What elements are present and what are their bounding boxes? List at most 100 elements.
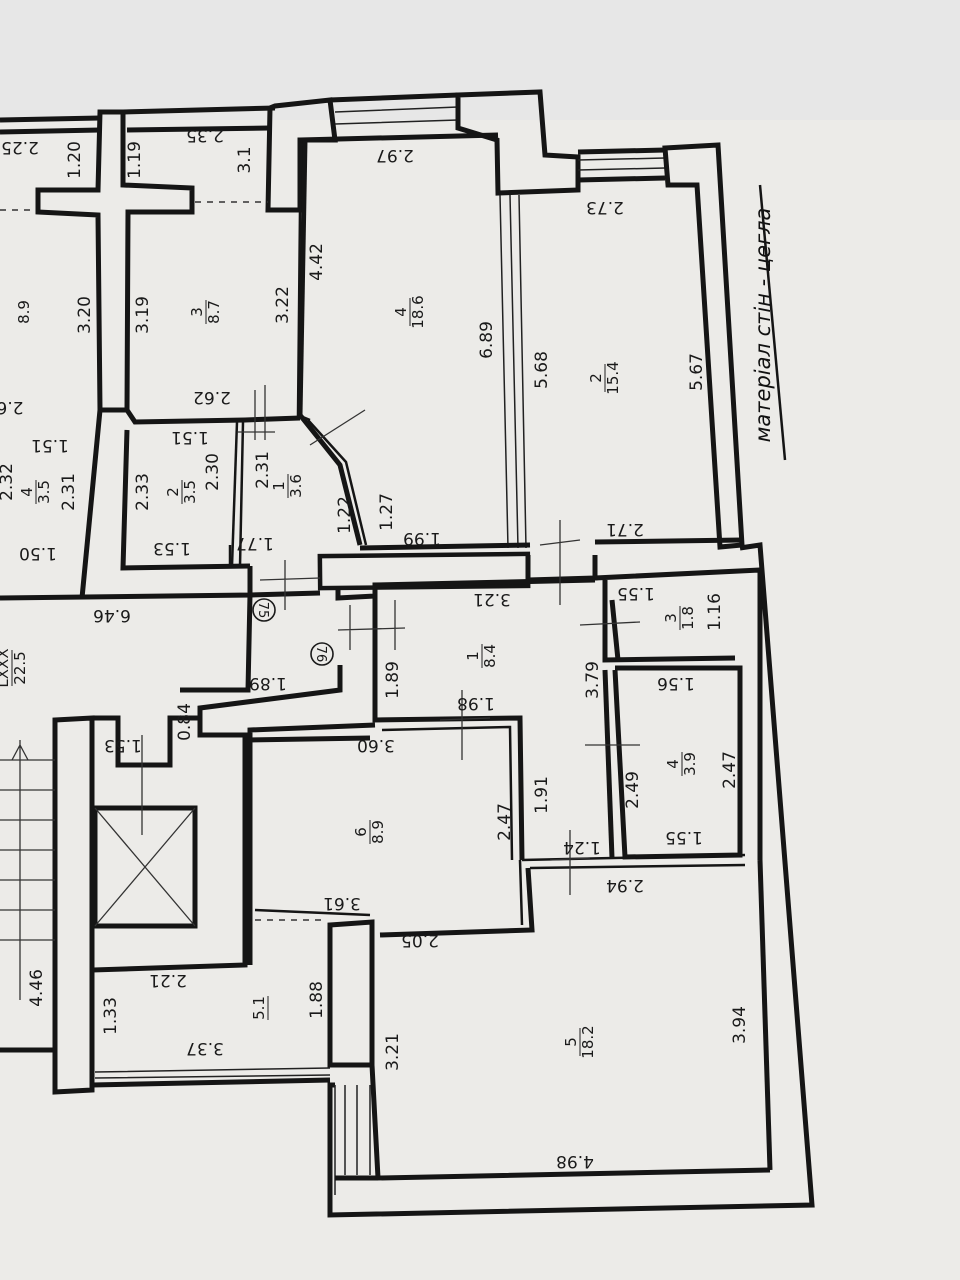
dim-label: 2.71 <box>606 519 644 539</box>
dim-label: 1.99 <box>403 528 441 548</box>
paper-shadow <box>0 0 960 120</box>
dim-label: 1.89 <box>249 673 287 693</box>
svg-text:3.6: 3.6 <box>287 474 305 498</box>
dim-label: 1.20 <box>65 141 85 179</box>
dim-label: 3.37 <box>186 1038 224 1058</box>
svg-text:8.9: 8.9 <box>369 820 387 844</box>
dim-label: 1.55 <box>665 827 703 847</box>
dim-label: 6.89 <box>477 321 497 359</box>
axis-75-label: 75 <box>255 602 270 619</box>
svg-text:4: 4 <box>392 307 410 317</box>
svg-text:22.5: 22.5 <box>11 651 29 684</box>
svg-text:2: 2 <box>587 373 605 383</box>
room-left-top: 8.9 <box>15 300 33 324</box>
dim-label: 1.89 <box>383 661 403 699</box>
dim-label: 1.77 <box>236 533 274 553</box>
room-living-5: 5 18.2 <box>562 1025 597 1058</box>
dim-label: 2.62 <box>193 387 231 407</box>
dim-label: 3.22 <box>273 286 293 324</box>
dim-label: 1.88 <box>307 981 327 1019</box>
room-big-2: 2 15.4 <box>587 361 622 394</box>
dim-label: 3.20 <box>75 296 95 334</box>
dim-label: 1.98 <box>457 693 495 713</box>
svg-text:18.6: 18.6 <box>409 295 427 328</box>
room-big-4: 4 18.6 <box>392 295 427 328</box>
dim-label: 3.61 <box>323 893 361 913</box>
dim-label: 3.21 <box>473 589 511 609</box>
dim-label: 2.33 <box>133 473 153 511</box>
dim-label: 1.16 <box>705 593 725 631</box>
dim-label: 2.47 <box>720 751 740 789</box>
dimension-labels: 2.25 1.20 1.19 2.35 3.1 2.97 2.73 4.42 3… <box>0 125 750 1171</box>
dim-label: 1.51 <box>31 435 69 455</box>
dim-label: 1.33 <box>101 997 121 1035</box>
dim-label: 1.51 <box>171 427 209 447</box>
dim-label: 3.19 <box>133 296 153 334</box>
room-left-mid: 4 3.5 <box>18 480 53 504</box>
room-hall: 1 8.4 <box>464 644 499 668</box>
svg-text:1.8: 1.8 <box>679 606 697 630</box>
room-col2-top: 3 8.7 <box>188 300 223 324</box>
svg-text:5.1: 5.1 <box>250 996 268 1020</box>
svg-text:3: 3 <box>188 307 206 317</box>
svg-text:18.2: 18.2 <box>579 1025 597 1058</box>
dim-label: 3.21 <box>383 1033 403 1071</box>
dim-label: 1.55 <box>617 583 655 603</box>
dim-label: 2.30 <box>203 453 223 491</box>
svg-text:3.9: 3.9 <box>681 752 699 776</box>
dim-label: 5.68 <box>532 351 552 389</box>
room-bath-3: 3 1.8 <box>662 606 697 630</box>
wall-material-text: матеріал стін - цегла <box>751 208 775 443</box>
dim-label: 1.56 <box>657 673 695 693</box>
svg-text:LXXX: LXXX <box>0 648 12 687</box>
dim-label: 5.67 <box>687 353 707 391</box>
dim-label: 1.53 <box>153 538 191 558</box>
room-kitchen-6: 6 8.9 <box>352 820 387 844</box>
dim-label: 2.49 <box>623 771 643 809</box>
axis-76-label: 76 <box>313 646 328 663</box>
room-bath-4: 4 3.9 <box>664 752 699 776</box>
svg-text:15.4: 15.4 <box>604 361 622 394</box>
room-hall-top: 1 3.6 <box>270 474 305 498</box>
svg-text:3: 3 <box>662 613 680 623</box>
dim-label: 0.84 <box>175 703 195 741</box>
dimension-lines <box>0 201 641 921</box>
svg-text:8.7: 8.7 <box>205 300 223 324</box>
dim-label: 4.98 <box>556 1151 594 1171</box>
walls-central <box>89 542 815 1218</box>
dim-label: 2.31 <box>59 473 79 511</box>
dim-label: 3.1 <box>235 146 255 173</box>
svg-text:8.9: 8.9 <box>15 300 33 324</box>
svg-text:6: 6 <box>352 827 370 837</box>
dim-label: 2.21 <box>149 970 187 990</box>
dim-label: 2.94 <box>606 875 644 895</box>
dim-label: 6.46 <box>93 605 131 625</box>
dim-label: 1.24 <box>563 837 601 857</box>
dim-label: 1.22 <box>335 496 355 534</box>
dim-label: 2.31 <box>253 451 273 489</box>
svg-text:4: 4 <box>664 759 682 769</box>
dim-label: 1.91 <box>532 776 552 814</box>
dim-label: 3.94 <box>730 1006 750 1044</box>
axis-76-circle <box>310 642 334 666</box>
dim-label: 1.19 <box>125 141 145 179</box>
dim-label: 3.60 <box>357 735 395 755</box>
axis-markers: 75 76 <box>252 598 334 666</box>
dim-label: 2.35 <box>186 125 224 145</box>
room-stair: LXXX 22.5 <box>0 648 29 687</box>
dim-label: 4.42 <box>307 243 327 281</box>
room-col2-small: 2 3.5 <box>164 480 199 504</box>
dim-label: 1.50 <box>19 543 57 563</box>
stair-elevator <box>0 715 200 1095</box>
svg-text:5: 5 <box>562 1037 580 1047</box>
dim-label: 2.47 <box>495 803 515 841</box>
wall-material-note: матеріал стін - цегла <box>751 184 787 461</box>
dim-label: 2.6 <box>0 397 24 417</box>
dim-label: 1.53 <box>104 735 142 755</box>
dim-label: 3.79 <box>583 661 603 699</box>
svg-text:4: 4 <box>18 487 36 497</box>
svg-text:1: 1 <box>270 481 288 491</box>
svg-text:3.5: 3.5 <box>181 480 199 504</box>
